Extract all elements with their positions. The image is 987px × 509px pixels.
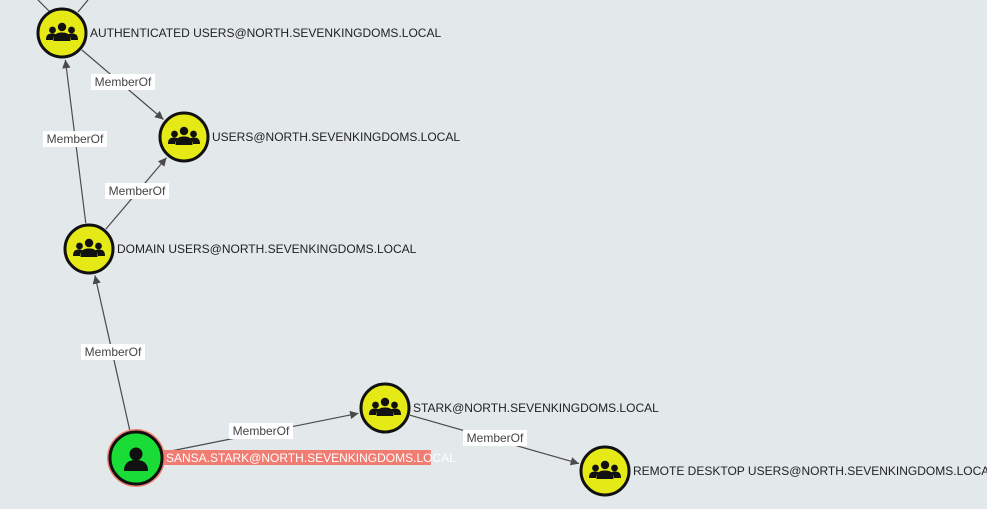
edge-label-text: MemberOf: [95, 75, 152, 89]
edge-offscreen-right: [77, 0, 89, 13]
node-domainusers[interactable]: DOMAIN USERS@NORTH.SEVENKINGDOMS.LOCAL: [63, 223, 417, 275]
node-label: USERS@NORTH.SEVENKINGDOMS.LOCAL: [212, 130, 460, 144]
node-stark[interactable]: STARK@NORTH.SEVENKINGDOMS.LOCAL: [359, 382, 659, 434]
edge-label-text: MemberOf: [467, 431, 524, 445]
edge-label-background: [81, 344, 145, 360]
node-label: DOMAIN USERS@NORTH.SEVENKINGDOMS.LOCAL: [117, 242, 417, 256]
edge-label: MemberOf: [463, 430, 527, 446]
node-label: STARK@NORTH.SEVENKINGDOMS.LOCAL: [413, 401, 659, 415]
node-label-highlight: [164, 450, 431, 465]
edge-label-text: MemberOf: [109, 184, 166, 198]
edge-label-background: [43, 131, 107, 147]
node-label: REMOTE DESKTOP USERS@NORTH.SEVENKINGDOMS…: [633, 464, 987, 478]
node-label: SANSA.STARK@NORTH.SEVENKINGDOMS.LOCAL: [166, 451, 456, 465]
edge-label-text: MemberOf: [85, 345, 142, 359]
edge-label-text: MemberOf: [47, 132, 104, 146]
edge-label: MemberOf: [105, 183, 169, 199]
edge-label-background: [463, 430, 527, 446]
node-users[interactable]: USERS@NORTH.SEVENKINGDOMS.LOCAL: [158, 111, 460, 163]
edges-layer: [37, 0, 580, 466]
edge-label-background: [229, 423, 293, 439]
node-rdp[interactable]: REMOTE DESKTOP USERS@NORTH.SEVENKINGDOMS…: [579, 445, 987, 497]
edge-offscreen-left: [37, 0, 51, 13]
edge-label: MemberOf: [91, 74, 155, 90]
node-auth[interactable]: AUTHENTICATED USERS@NORTH.SEVENKINGDOMS.…: [36, 7, 441, 59]
edge-label-text: MemberOf: [233, 424, 290, 438]
edge-label: MemberOf: [81, 344, 145, 360]
edge-label-background: [105, 183, 169, 199]
edge-label: MemberOf: [229, 423, 293, 439]
edge-labels-layer: MemberOfMemberOfMemberOfMemberOfMemberOf…: [43, 74, 527, 446]
node-sansa[interactable]: SANSA.STARK@NORTH.SEVENKINGDOMS.LOCAL: [107, 429, 456, 487]
node-label: AUTHENTICATED USERS@NORTH.SEVENKINGDOMS.…: [90, 26, 441, 40]
edge-label-background: [91, 74, 155, 90]
nodes-layer: AUTHENTICATED USERS@NORTH.SEVENKINGDOMS.…: [36, 7, 987, 497]
edge-label: MemberOf: [43, 131, 107, 147]
